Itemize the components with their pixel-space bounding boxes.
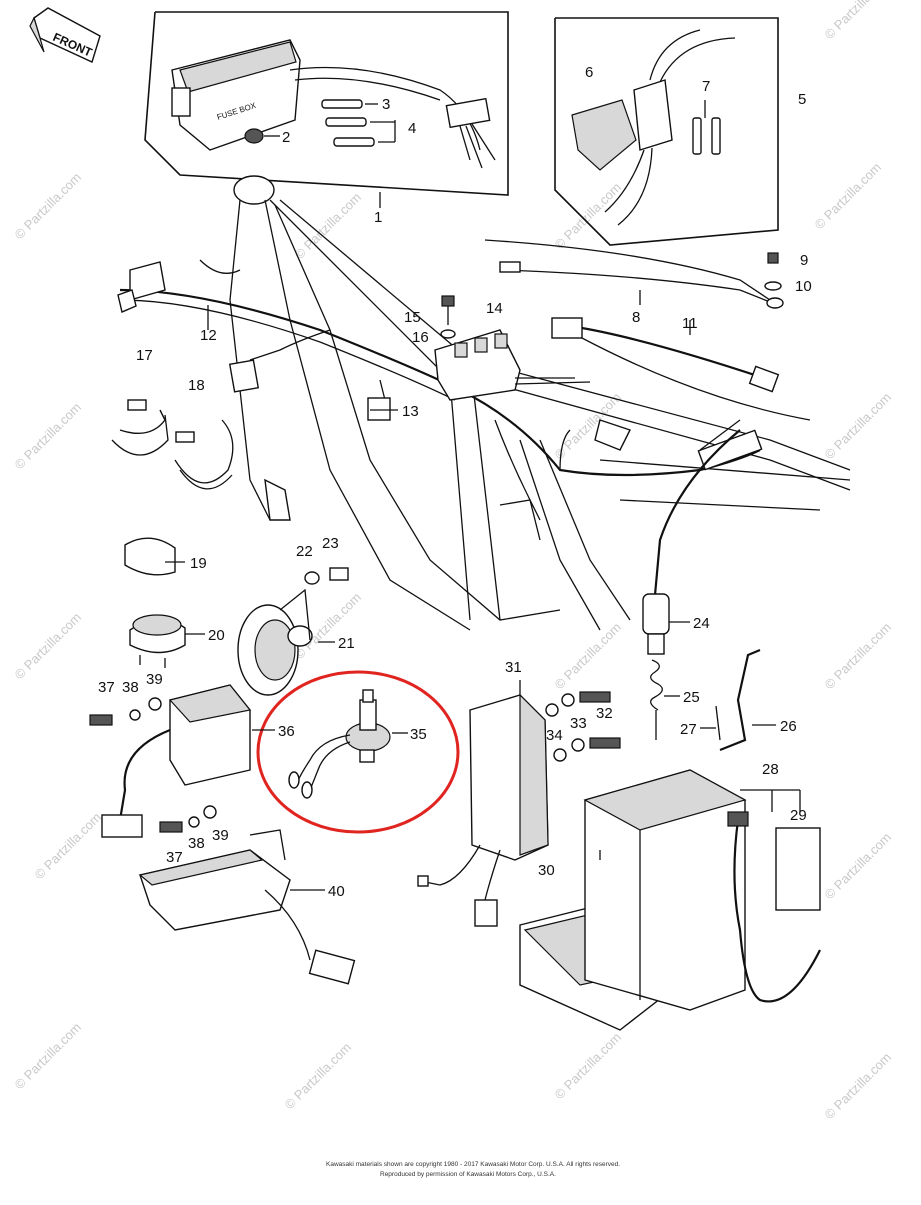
watermark: © Partzilla.com (12, 610, 85, 683)
callout-38: 38 (188, 835, 205, 852)
junction-box (434, 295, 591, 401)
callout-5: 5 (798, 91, 806, 108)
watermark: © Partzilla.com (282, 1040, 355, 1113)
callout-17: 17 (136, 347, 153, 364)
watermark: © Partzilla.com (292, 190, 365, 263)
callout-31: 31 (505, 659, 522, 676)
callout-9: 9 (800, 252, 808, 269)
watermark: © Partzilla.com (822, 0, 895, 42)
callout-29: 29 (790, 807, 807, 824)
watermark: © Partzilla.com (552, 620, 625, 693)
callout-6: 6 (585, 64, 593, 81)
watermark: © Partzilla.com (12, 1020, 85, 1093)
callout-3: 3 (382, 96, 390, 113)
callout-24: 24 (693, 615, 710, 632)
callout-4: 4 (408, 120, 416, 137)
callout-32: 32 (596, 705, 613, 722)
brake-switch-group (642, 429, 761, 752)
callout-40: 40 (328, 883, 345, 900)
callout-39: 39 (146, 671, 163, 688)
battery-group (519, 769, 821, 1031)
callout-37: 37 (98, 679, 115, 696)
callout-23: 23 (322, 535, 339, 552)
front-arrow-icon: FRONT (29, 7, 101, 63)
watermark: © Partzilla.com (32, 810, 105, 883)
callout-14: 14 (486, 300, 503, 317)
cdi-box-group (417, 691, 621, 927)
callout-39: 39 (212, 827, 229, 844)
watermark: © Partzilla.com (12, 170, 85, 243)
watermark: © Partzilla.com (552, 1030, 625, 1103)
highlight-circle (256, 670, 460, 834)
callout-26: 26 (780, 718, 797, 735)
callout-30: 30 (538, 862, 555, 879)
callout-36: 36 (278, 723, 295, 740)
callout-2: 2 (282, 129, 290, 146)
callout-25: 25 (683, 689, 700, 706)
leader-lines (165, 290, 776, 891)
watermark: © Partzilla.com (822, 830, 895, 903)
callout-38: 38 (122, 679, 139, 696)
callout-11: 11 (682, 315, 698, 332)
callout-21: 21 (338, 635, 355, 652)
callout-7: 7 (702, 78, 710, 95)
callout-8: 8 (632, 309, 640, 326)
callout-16: 16 (412, 329, 429, 346)
footer-line-1: Kawasaki materials shown are copyright 1… (326, 1161, 620, 1168)
fuse-box-group: FUSE BOX (144, 11, 509, 208)
watermark: © Partzilla.com (822, 620, 895, 693)
wiring-harness (117, 261, 763, 541)
callout-18: 18 (188, 377, 205, 394)
regulator-group (89, 684, 252, 838)
callout-10: 10 (795, 278, 812, 295)
watermark: © Partzilla.com (812, 160, 885, 233)
callout-35: 35 (410, 726, 427, 743)
callout-labels: 1 2 3 4 5 6 7 8 9 10 11 12 13 14 15 16 1… (98, 64, 812, 900)
battery-cables (484, 239, 811, 421)
callout-1: 1 (374, 209, 382, 226)
clamps (111, 399, 234, 490)
watermark: © Partzilla.com (12, 400, 85, 473)
callout-13: 13 (402, 403, 419, 420)
callout-20: 20 (208, 627, 225, 644)
callout-28: 28 (762, 761, 779, 778)
watermark: © Partzilla.com (822, 390, 895, 463)
callout-27: 27 (680, 721, 697, 738)
footer-line-2: Reproduced by permission of Kawasaki Mot… (380, 1171, 556, 1178)
callout-37: 37 (166, 849, 183, 866)
fuse-holder-group (554, 17, 779, 246)
electrical-components-left (124, 537, 349, 696)
callout-19: 19 (190, 555, 207, 572)
watermark: © Partzilla.com (822, 1050, 895, 1123)
ignitor-unit (138, 829, 356, 985)
callout-33: 33 (570, 715, 587, 732)
copyright-footer: Kawasaki materials shown are copyright 1… (326, 1161, 620, 1178)
motorcycle-frame (199, 175, 851, 631)
callout-15: 15 (404, 309, 421, 326)
callout-12: 12 (200, 327, 217, 344)
switch-35 (288, 689, 391, 799)
callout-22: 22 (296, 543, 313, 560)
watermark: © Partzilla.com (552, 180, 625, 253)
callout-34: 34 (546, 727, 563, 744)
